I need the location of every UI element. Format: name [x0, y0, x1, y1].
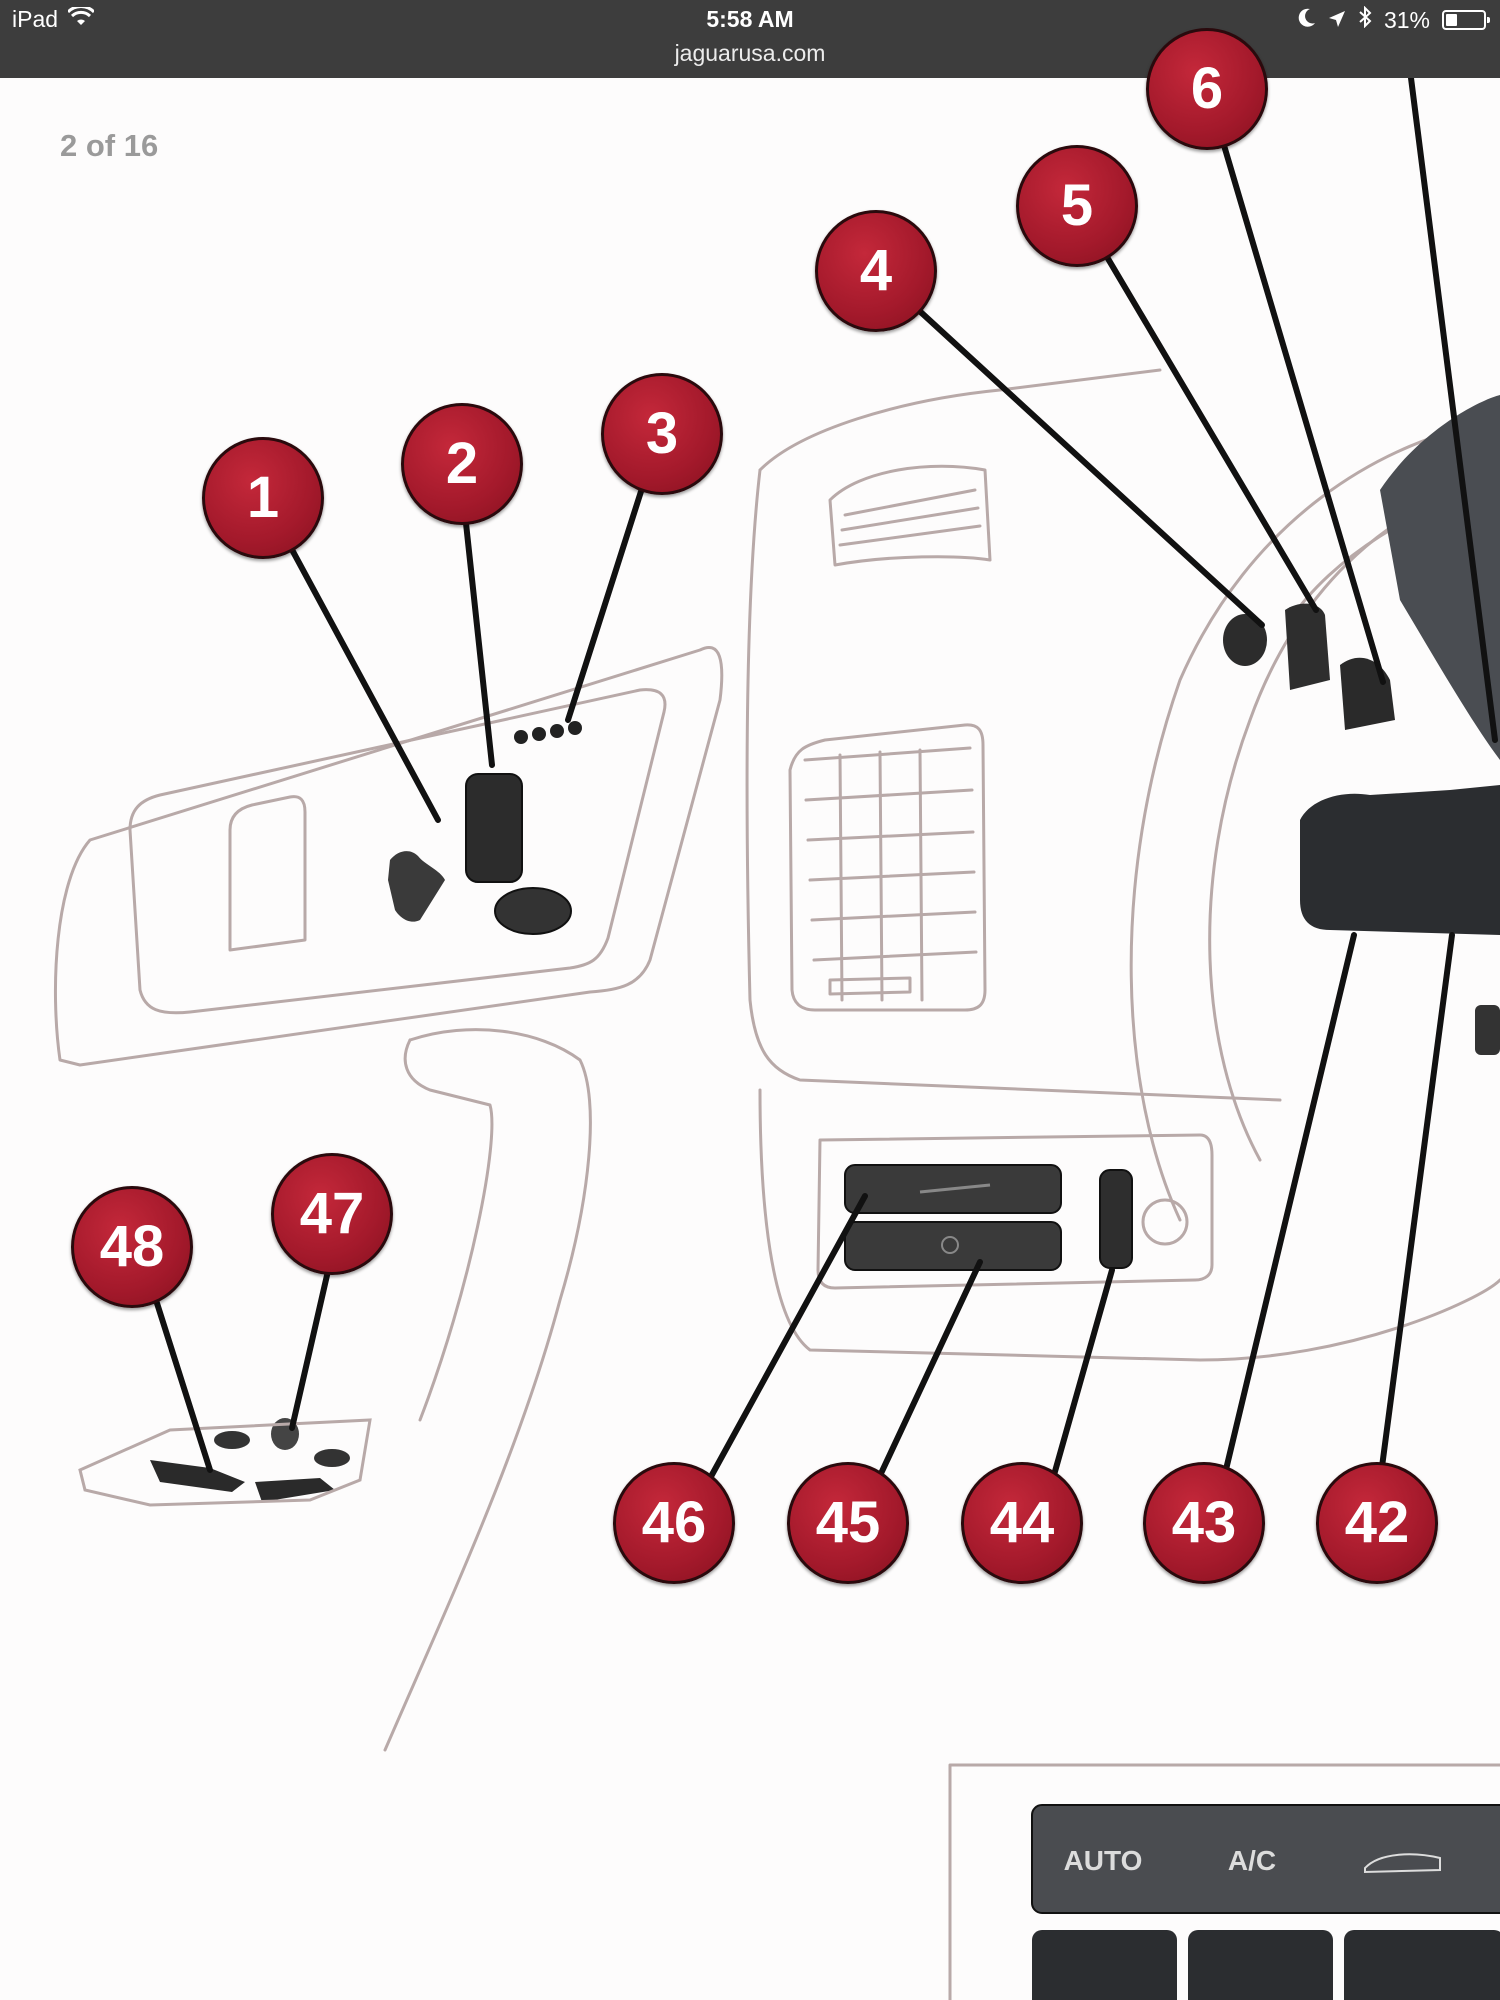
- callout-44[interactable]: 44: [961, 1462, 1083, 1584]
- callout-43[interactable]: 43: [1143, 1462, 1265, 1584]
- address-url[interactable]: jaguarusa.com: [674, 40, 826, 66]
- callout-42[interactable]: 42: [1316, 1462, 1438, 1584]
- callout-2[interactable]: 2: [401, 403, 523, 525]
- wifi-icon: [66, 5, 96, 33]
- steering-wheel-rim: [1129, 418, 1500, 1222]
- upper-vent: [828, 464, 992, 567]
- device-name: iPad: [12, 6, 59, 32]
- callout-5[interactable]: 5: [1016, 145, 1138, 267]
- battery-percent: 31%: [1383, 6, 1430, 33]
- callout-45[interactable]: 45: [787, 1462, 909, 1584]
- door-switch-bezel: [128, 688, 667, 1015]
- battery-level: [1446, 14, 1457, 26]
- climate-control-panel: [1031, 1804, 1500, 2000]
- ac-label: A/C: [1228, 1845, 1276, 1876]
- steering-column: [1223, 395, 1500, 1055]
- callout-3[interactable]: 3: [601, 373, 723, 495]
- status-bar: iPad 5:58 AM jaguarusa.com 31%: [0, 0, 1500, 78]
- callout-46[interactable]: 46: [613, 1462, 735, 1584]
- pod-buttons: [844, 1164, 1133, 1271]
- door-switches: [388, 721, 582, 935]
- dashboard-illustration: AUTO A/C: [53, 78, 1500, 2000]
- center-vent: [788, 723, 987, 1012]
- callout-1[interactable]: 1: [202, 437, 324, 559]
- door-trim-outline: [53, 646, 724, 1067]
- callout-4[interactable]: 4: [815, 210, 937, 332]
- gallery-counter: 2 of 16: [60, 128, 159, 163]
- location-arrow-icon: [1328, 7, 1346, 34]
- bluetooth-icon: [1358, 5, 1372, 34]
- callout-47[interactable]: 47: [271, 1153, 393, 1275]
- dash-top: [758, 368, 1162, 472]
- door-edge: [383, 1028, 592, 1752]
- moon-icon: [1298, 7, 1316, 34]
- callout-48[interactable]: 48: [71, 1186, 193, 1308]
- status-time: 5:58 AM: [706, 6, 794, 32]
- callout-6[interactable]: 6: [1146, 28, 1268, 150]
- dash-left: [745, 468, 1282, 1102]
- console-switches: [78, 1418, 372, 1507]
- auto-label: AUTO: [1064, 1845, 1143, 1876]
- battery-icon: [1442, 10, 1490, 30]
